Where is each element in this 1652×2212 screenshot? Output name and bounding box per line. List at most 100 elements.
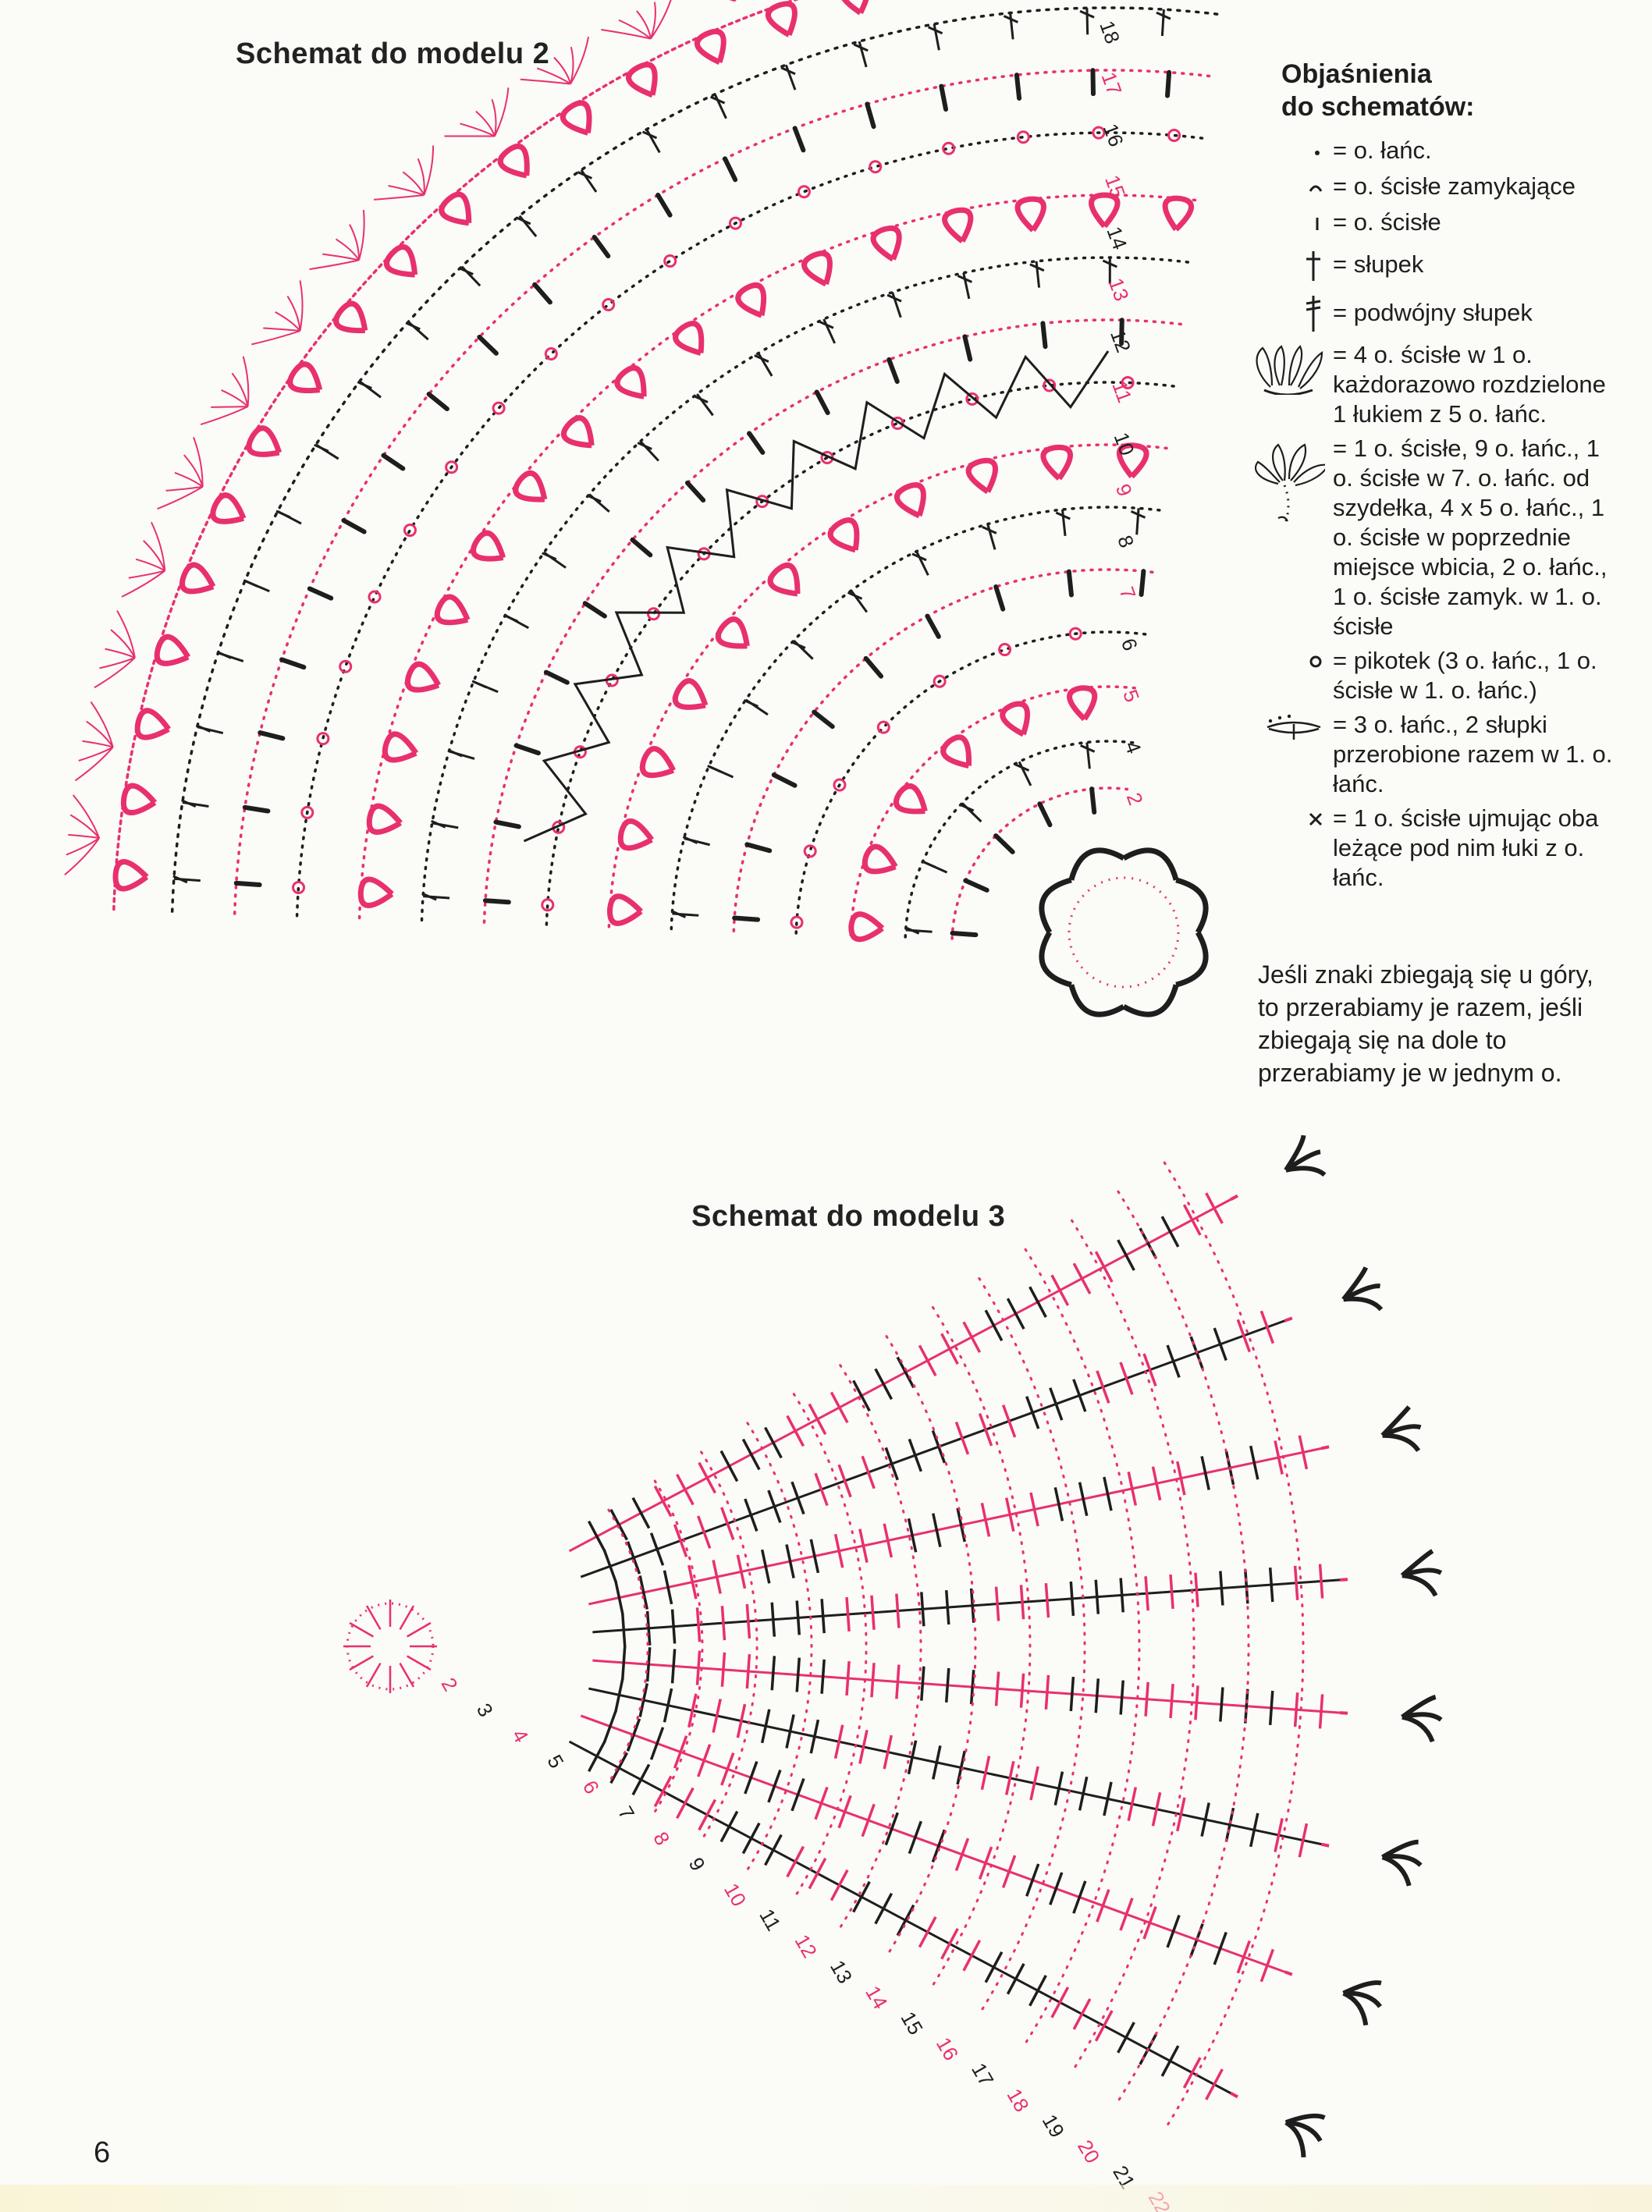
model-2-title: Schemat do modelu 2	[236, 37, 549, 71]
spoke-stitch	[909, 1439, 921, 1471]
spoke-stitch	[633, 1498, 649, 1529]
shell-stitch	[1165, 198, 1191, 229]
shell-stitch	[115, 861, 147, 889]
stitch-post	[1011, 13, 1014, 40]
stitch-bar	[587, 495, 601, 502]
centre-spoke	[350, 1656, 373, 1671]
spoke-stitch	[1162, 1216, 1178, 1247]
spoke-stitch	[919, 1917, 936, 1947]
round-label: 6	[578, 1777, 604, 1798]
round-label: 5	[542, 1751, 568, 1773]
spoke-arrow	[1284, 1972, 1291, 1974]
spoke-stitch	[1320, 1694, 1323, 1728]
spoke-stitch	[677, 1475, 694, 1505]
leaf-stitch	[383, 456, 403, 469]
shell-stitch	[610, 897, 641, 924]
round-label: 16	[932, 2033, 963, 2065]
legend-heading: Objaśnienia do schematów:	[1281, 58, 1614, 123]
spoke-stitch	[822, 1660, 824, 1694]
shell-stitch	[841, 0, 868, 12]
picot-ring-icon	[1306, 652, 1325, 671]
shell-stitch	[249, 428, 279, 455]
spoke-stitch	[766, 1428, 782, 1458]
shell-stitch	[851, 914, 883, 939]
leaf-stitch	[927, 616, 938, 637]
round-label: 7	[1115, 584, 1141, 602]
stitch-bar	[542, 553, 556, 559]
spoke-stitch	[1096, 1580, 1098, 1614]
spoke-stitch	[947, 1668, 949, 1702]
shell-stitch	[386, 247, 414, 275]
shell-stitch	[830, 520, 857, 550]
shell-stitch	[369, 806, 400, 832]
spoke-stitch	[722, 1653, 724, 1687]
leaf-stitch	[1043, 323, 1045, 346]
stitch-post	[1036, 261, 1039, 288]
leaf-stitch	[866, 659, 881, 676]
leaf-stitch	[595, 237, 609, 256]
spoke-stitch	[604, 1550, 616, 1582]
shell-stitch	[629, 65, 655, 95]
leaf-stitch	[1039, 804, 1050, 825]
spoke-stitch	[1295, 1692, 1298, 1727]
stitch-post	[964, 273, 969, 299]
shell-stitch	[474, 533, 503, 559]
spoke-stitch	[1195, 1573, 1198, 1607]
spoke-stitch	[1050, 1388, 1062, 1420]
round-label: 3	[472, 1699, 498, 1721]
spoke-stitch	[722, 1606, 724, 1640]
spoke-line	[588, 1688, 1321, 1845]
shell-stitch	[675, 681, 705, 708]
spoke-stitch	[699, 1800, 716, 1830]
round-label: 2	[437, 1674, 463, 1695]
spoke-stitch	[947, 1590, 949, 1624]
leaf-stitch	[774, 775, 795, 786]
edge-fan	[601, 30, 651, 39]
leaf-stitch	[485, 900, 509, 902]
round-label: 8	[1113, 532, 1139, 551]
spoke-stitch	[1220, 1688, 1223, 1722]
page-number: 6	[94, 2136, 110, 2170]
leaf-stitch	[479, 337, 496, 353]
tip-leaf	[1286, 1168, 1325, 1175]
spoke-stitch	[964, 1940, 980, 1971]
spoke-stitch	[1121, 1898, 1132, 1930]
round-label: 10	[719, 1879, 751, 1910]
spoke-stitch	[627, 1542, 639, 1574]
leaf-stitch	[496, 822, 518, 827]
edge-fan	[651, 0, 673, 39]
edge-fan	[359, 210, 364, 260]
leaf-stitch	[535, 285, 550, 303]
spoke-stitch	[831, 1870, 847, 1901]
leaf-stitch	[747, 844, 769, 850]
spoke-stitch	[862, 1456, 874, 1488]
spoke-stitch	[1206, 2069, 1223, 2100]
spoke-stitch	[1097, 1890, 1109, 1922]
round-arc	[1118, 1191, 1249, 2101]
spoke-stitch	[698, 1745, 710, 1777]
stitch-post	[1087, 8, 1088, 34]
spoke-stitch	[822, 1599, 824, 1633]
spoke-stitch	[1074, 1263, 1090, 1294]
spoke-stitch	[1074, 1379, 1085, 1411]
stitch-post	[893, 293, 901, 318]
picot	[545, 349, 556, 360]
spoke-stitch	[897, 1905, 914, 1936]
spoke-stitch	[897, 1357, 914, 1387]
spoke-stitch	[1214, 1932, 1226, 1964]
spoke-stitch	[1121, 1681, 1123, 1715]
shell-stitch	[865, 847, 895, 872]
legend-item-x: = 1 o. ścisłe ujmując oba leżące pod nim…	[1247, 804, 1614, 893]
spoke-stitch	[897, 1665, 899, 1699]
picot	[369, 591, 380, 602]
tip-leaf	[1344, 1299, 1381, 1310]
round-arc	[840, 1365, 921, 1928]
spoke-stitch	[847, 1661, 849, 1695]
spoke-stitch	[792, 1778, 804, 1810]
spoke-stitch	[909, 1821, 921, 1853]
shell-stitch	[873, 229, 899, 260]
round-arc	[979, 1278, 1085, 2014]
leaf-stitch	[236, 883, 260, 885]
model-3-title: Schemat do modelu 3	[691, 1200, 1005, 1234]
spoke-stitch	[942, 1333, 958, 1364]
